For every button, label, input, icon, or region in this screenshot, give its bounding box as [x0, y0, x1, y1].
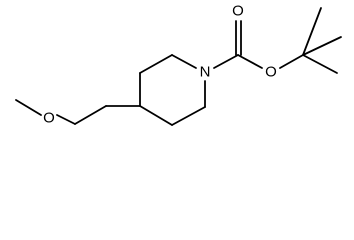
- atom-label-ester-oxygen: O: [265, 64, 277, 81]
- atom-label-ether-oxygen: O: [43, 110, 55, 127]
- bond-c5-c6: [171, 106, 206, 126]
- bond-ch2a-ch2b: [74, 105, 107, 125]
- atom-labels: N O O O: [43, 3, 277, 127]
- chemical-structure: N O O O: [15, 3, 342, 127]
- bond-tbu-methyl-bottom: [302, 54, 338, 74]
- bond-c2-c3: [139, 54, 173, 74]
- bond-ester-o-tbu: [279, 54, 304, 69]
- bond-n1-c2: [171, 54, 197, 69]
- bond-tbu-methyl-top: [302, 7, 322, 56]
- atom-label-carbonyl-oxygen: O: [232, 3, 244, 20]
- bond-tbu-methyl-right: [302, 36, 342, 56]
- bond-c4-c5: [139, 105, 173, 126]
- bond-ch2b-o: [56, 114, 76, 125]
- piperidine-ring: [139, 54, 206, 126]
- bond-n1-carbonyl: [213, 54, 239, 69]
- boc-group: [213, 7, 342, 74]
- bond-o-methyl: [15, 99, 42, 116]
- methoxyethyl-chain: [15, 99, 141, 125]
- atom-label-nitrogen: N: [200, 64, 211, 81]
- bond-carbonyl-ester-o: [237, 54, 263, 69]
